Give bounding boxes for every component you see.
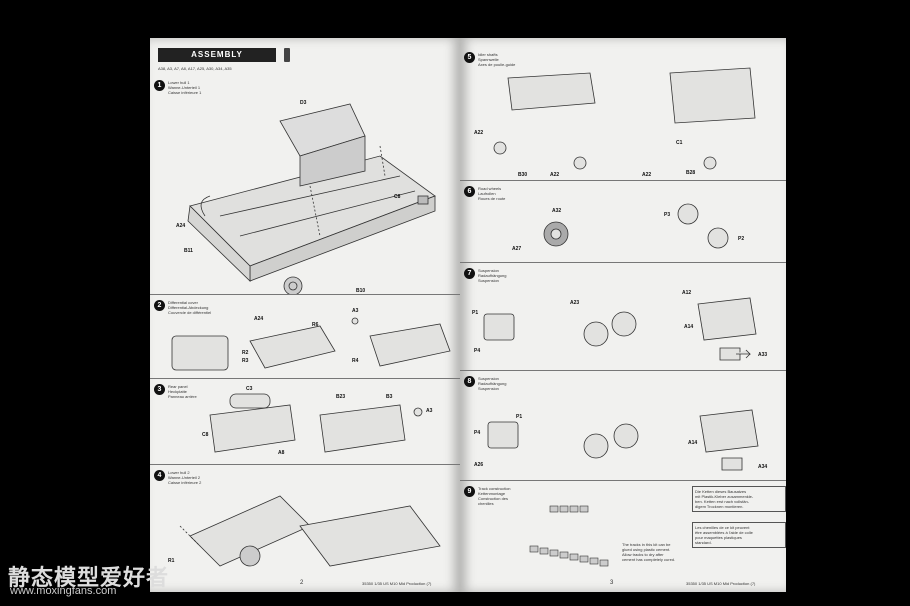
assembly-banner: ASSEMBLY xyxy=(158,48,276,62)
part-label: A14 xyxy=(688,440,698,446)
part-label: A8 xyxy=(278,450,285,456)
right-page: 5 Idler shafts Spannwelle Axes de poulie… xyxy=(460,38,786,592)
idler-shaft-diagram xyxy=(493,67,756,170)
part-label: A14 xyxy=(684,324,694,330)
step-title: Lower hull 2 Wanne-Unterteil 2 Caisse in… xyxy=(168,470,202,485)
part-label: A32 xyxy=(552,208,562,214)
instruction-booklet: ASSEMBLY A38, A3, A7, A8, A17, A25, A30,… xyxy=(150,38,786,592)
step-title: Differential cover Differential-Abdeckun… xyxy=(168,300,212,315)
step-title: Suspension Radaufhängung Suspension xyxy=(478,376,507,391)
left-page: ASSEMBLY A38, A3, A7, A8, A17, A25, A30,… xyxy=(150,38,460,592)
suspension-r-diagram xyxy=(487,409,759,471)
suspension-l-diagram xyxy=(483,297,757,361)
part-label: C8 xyxy=(394,194,401,200)
step-title: Road wheels Laufrollen Roues de route xyxy=(478,186,506,201)
page-number: 2 xyxy=(300,580,304,586)
track-note-en: The tracks in this kit can be glued usin… xyxy=(622,542,676,562)
step-1: 1 Lower hull 1 Wanne-Unterteil 1 Caisse … xyxy=(150,76,460,322)
part-label: R3 xyxy=(242,358,249,364)
step-title: Lower hull 1 Wanne-Unterteil 1 Caisse in… xyxy=(168,80,202,95)
step-3: 3 Rear panel Heckplatte Panneau arrière … xyxy=(150,380,460,465)
part-label: A33 xyxy=(758,352,768,358)
step-7: 7 Suspension Radaufhängung Suspension P1… xyxy=(460,264,786,371)
step-9: 9 Track construction Kettenmontage Const… xyxy=(460,482,786,578)
lower-hull-diagram xyxy=(187,103,436,294)
part-label: A24 xyxy=(176,223,186,229)
step-number: 3 xyxy=(154,384,165,395)
part-label: A22 xyxy=(642,172,652,178)
part-label: A24 xyxy=(254,316,264,322)
rear-panel-diagram xyxy=(209,393,423,453)
track-diagram xyxy=(529,505,609,567)
page-footer: 35350 1/35 US M10 Mid Production (7) xyxy=(362,581,432,586)
track-note-fr: Les chenilles de ce kit peuvent être ass… xyxy=(692,522,786,548)
watermark-logo-text: 静态模型爱好者 xyxy=(8,566,170,591)
part-label: A3 xyxy=(426,408,433,414)
step-title: Suspension Radaufhängung Suspension xyxy=(478,268,507,283)
lower-hull-2-diagram xyxy=(179,495,441,567)
road-wheel-diagram xyxy=(543,203,729,249)
part-label: C3 xyxy=(246,386,253,392)
part-label: A34 xyxy=(758,464,768,470)
part-label: A22 xyxy=(474,130,484,136)
step-number: 8 xyxy=(464,376,475,387)
part-label: B23 xyxy=(336,394,346,400)
step-number: 6 xyxy=(464,186,475,197)
part-label: A3 xyxy=(352,308,359,314)
part-label: R1 xyxy=(168,558,175,564)
page-footer: 35350 1/35 US M10 Mid Production (7) xyxy=(686,581,756,586)
page-number: 3 xyxy=(610,580,614,586)
step-title: Track construction Kettenmontage Constru… xyxy=(478,486,511,506)
step-title: Rear panel Heckplatte Panneau arrière xyxy=(168,384,197,399)
part-label: C8 xyxy=(202,432,209,438)
part-label: A22 xyxy=(550,172,560,178)
step-number: 2 xyxy=(154,300,165,311)
part-label: D3 xyxy=(300,100,307,106)
step-4: 4 Lower hull 2 Wanne-Unterteil 2 Caisse … xyxy=(150,466,460,576)
differential-cover-diagram xyxy=(171,317,451,371)
part-label: P1 xyxy=(472,310,479,316)
part-label: R6 xyxy=(312,322,319,328)
step-number: 1 xyxy=(154,80,165,91)
step-6: 6 Road wheels Laufrollen Roues de route … xyxy=(460,182,786,263)
part-label: A12 xyxy=(682,290,692,296)
part-label: B3 xyxy=(386,394,393,400)
part-label: R2 xyxy=(242,350,249,356)
part-label: B10 xyxy=(356,288,366,294)
part-label: B11 xyxy=(184,248,193,254)
paint-icon xyxy=(284,48,290,62)
part-label: P3 xyxy=(664,212,671,218)
part-label: R4 xyxy=(352,358,359,364)
part-label: A27 xyxy=(512,246,522,252)
part-label: B30 xyxy=(518,172,528,178)
step-number: 5 xyxy=(464,52,475,63)
step-number: 7 xyxy=(464,268,475,279)
part-label: A23 xyxy=(570,300,580,306)
step-title: Idler shafts Spannwelle Axes de poulie-g… xyxy=(478,52,516,67)
step-number: 4 xyxy=(154,470,165,481)
step-5: 5 Idler shafts Spannwelle Axes de poulie… xyxy=(460,48,786,181)
part-label: P1 xyxy=(516,414,523,420)
track-note-de: Die Ketten dieses Bausatzes mit Plastik-… xyxy=(692,486,786,512)
step-8: 8 Suspension Radaufhängung Suspension P4… xyxy=(460,372,786,481)
parts-list-header: A38, A3, A7, A8, A17, A25, A30, A34, A35 xyxy=(158,66,232,71)
part-label: P4 xyxy=(474,430,481,436)
step-2: 2 Differential cover Differential-Abdeck… xyxy=(150,296,460,379)
part-label: P2 xyxy=(738,236,745,242)
part-label: A26 xyxy=(474,462,484,468)
watermark-url: www.moxingfans.com xyxy=(10,585,117,597)
part-label: C1 xyxy=(676,140,683,146)
part-label: P4 xyxy=(474,348,481,354)
part-label: B28 xyxy=(686,170,696,176)
step-number: 9 xyxy=(464,486,475,497)
